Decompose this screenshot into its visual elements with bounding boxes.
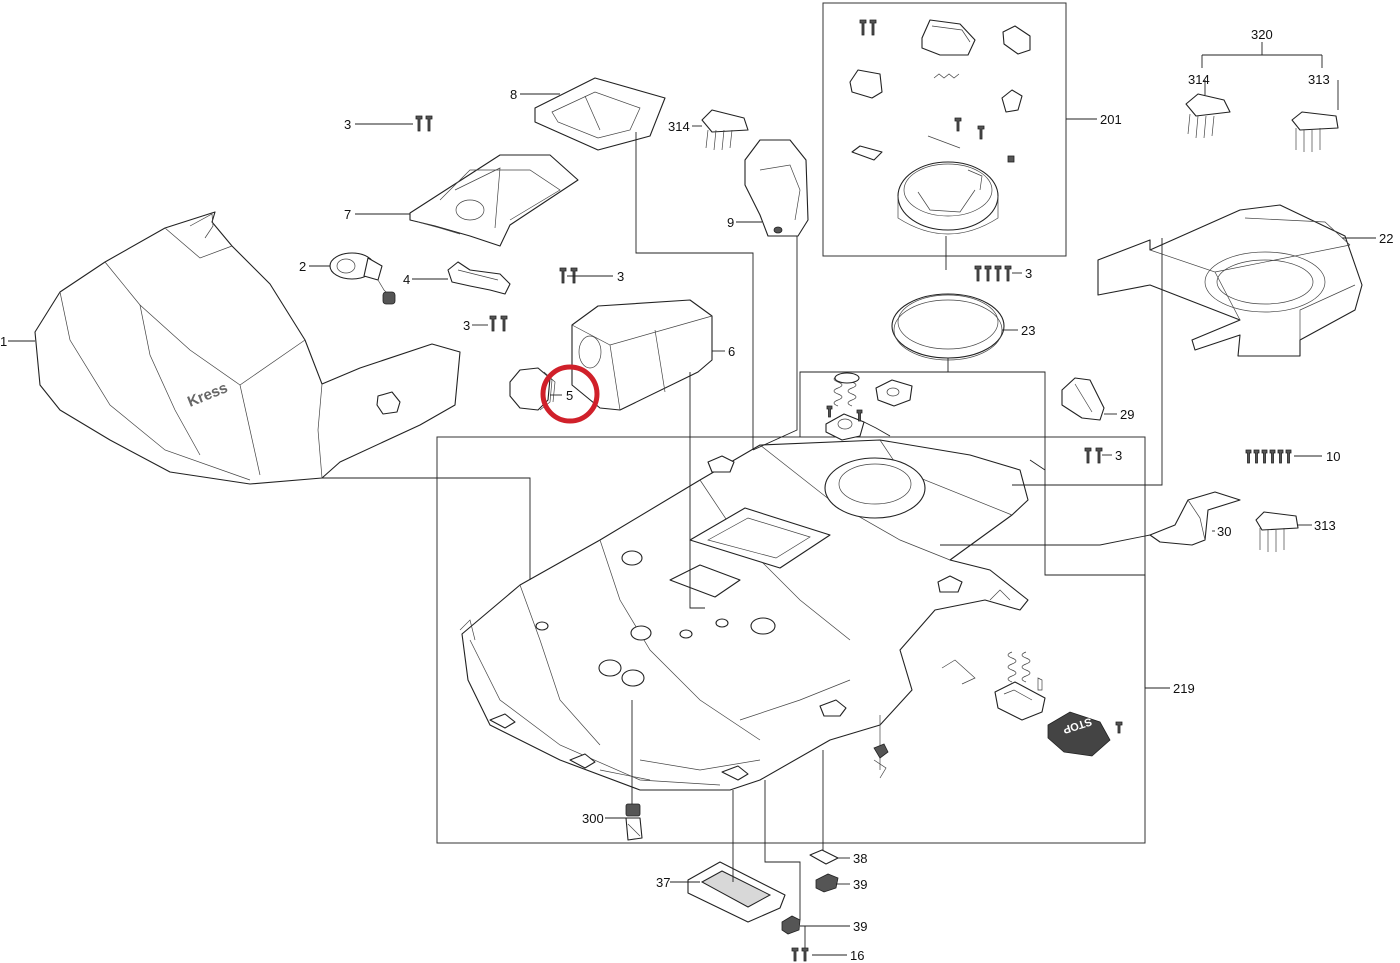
callout-labels: 1 2 3 3 3 3 3 4 5 6 7 8 9 10 16 22 23 29…	[0, 27, 1393, 963]
callout-314: 314	[1188, 72, 1210, 87]
part-22-chassis-plate[interactable]	[1097, 204, 1363, 357]
callout-8: 8	[510, 87, 517, 102]
part-3-screws-29[interactable]	[1084, 447, 1103, 464]
part-38-clip-plate[interactable]	[809, 849, 839, 865]
spring-and-mount[interactable]	[825, 372, 865, 441]
callout-10: 10	[1326, 449, 1340, 464]
callout-16: 16	[850, 948, 864, 963]
part-1-top-cover[interactable]: Kress	[34, 211, 461, 485]
callout-5: 5	[566, 388, 573, 403]
part-3-screws-right[interactable]	[974, 265, 1012, 282]
callout-29: 29	[1120, 407, 1134, 422]
part-4-bracket[interactable]	[447, 261, 511, 295]
callout-313: 313	[1314, 518, 1336, 533]
part-30-handle[interactable]	[1149, 491, 1241, 546]
callout-23: 23	[1021, 323, 1035, 338]
part-37-cover-plate[interactable]	[687, 861, 786, 923]
callout-313: 313	[1308, 72, 1330, 87]
callout-3: 3	[463, 318, 470, 333]
callout-38: 38	[853, 851, 867, 866]
part-39-clip-a[interactable]	[815, 873, 839, 893]
callout-39: 39	[853, 919, 867, 934]
wire-connector[interactable]	[873, 715, 889, 779]
callout-201: 201	[1100, 112, 1122, 127]
callout-3: 3	[344, 117, 351, 132]
part-314-blade-holder-top[interactable]	[701, 109, 749, 151]
callout-314: 314	[668, 119, 690, 134]
callout-219: 219	[1173, 681, 1195, 696]
callout-9: 9	[727, 215, 734, 230]
part-3-screws-top[interactable]	[415, 115, 433, 132]
part-201-height-adjuster-assembly[interactable]	[822, 2, 1067, 257]
callout-2: 2	[299, 259, 306, 274]
part-313-blade-holder-lower[interactable]	[1255, 511, 1299, 552]
part-219-chassis-base[interactable]	[436, 436, 1146, 844]
callout-320: 320	[1251, 27, 1273, 42]
callout-1: 1	[0, 334, 7, 349]
stop-button-assembly[interactable]	[941, 651, 1046, 721]
rain-sensor-cap[interactable]	[875, 379, 913, 407]
callout-22: 22	[1379, 231, 1393, 246]
part-9-bumper-mount[interactable]	[744, 139, 809, 237]
part-39-clip-b[interactable]	[781, 915, 801, 935]
part-2-knob[interactable]	[329, 252, 396, 305]
part-8-lid-plate[interactable]	[534, 77, 666, 151]
part-7-hood[interactable]	[409, 154, 579, 247]
part-313-blade-holder-right[interactable]	[1291, 111, 1339, 152]
callout-7: 7	[344, 207, 351, 222]
callout-37: 37	[656, 875, 670, 890]
callout-3: 3	[617, 269, 624, 284]
callout-6: 6	[728, 344, 735, 359]
highlight-circle	[540, 364, 600, 424]
callout-30: 30	[1217, 524, 1231, 539]
callout-300: 300	[582, 811, 604, 826]
part-3-screws-lower[interactable]	[489, 315, 508, 332]
part-16-screws[interactable]	[791, 947, 809, 962]
part-10-screw-row[interactable]	[1245, 449, 1292, 464]
callout-39: 39	[853, 877, 867, 892]
leader-lines	[8, 42, 1376, 956]
part-23-seal-ring[interactable]	[891, 293, 1005, 361]
part-314-blade-holder-right[interactable]	[1185, 93, 1231, 139]
part-3-screws-mid[interactable]	[559, 267, 578, 284]
part-29-latch[interactable]	[1061, 377, 1105, 421]
part-6-display-housing[interactable]	[571, 299, 713, 411]
part-300-key[interactable]	[625, 803, 643, 841]
callout-3: 3	[1025, 266, 1032, 281]
callout-3: 3	[1115, 448, 1122, 463]
stop-button[interactable]: STOP	[1047, 711, 1123, 757]
callout-4: 4	[403, 272, 410, 287]
